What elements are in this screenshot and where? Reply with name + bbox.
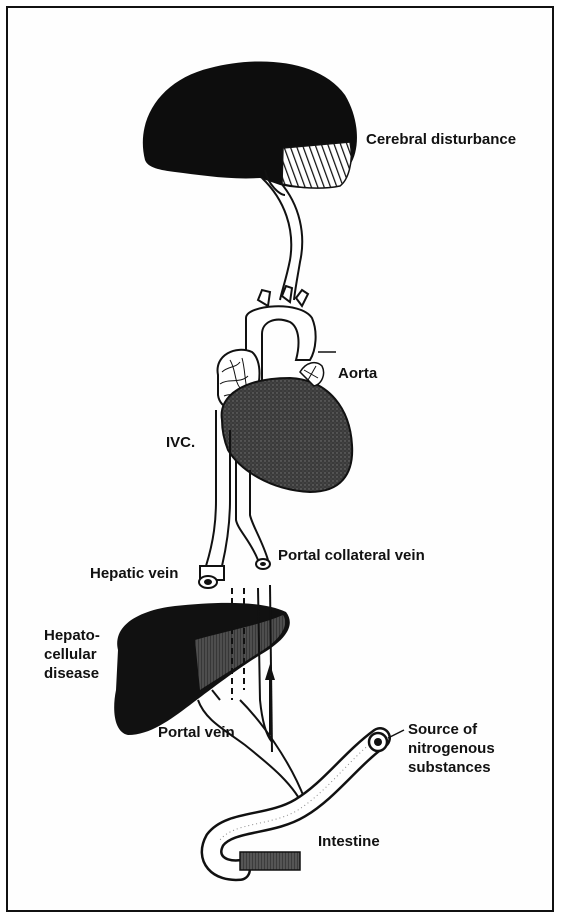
source-nitrogenous-label: Source of nitrogenous substances [408, 720, 495, 777]
carotid-vessel [262, 178, 302, 300]
aorta-label: Aorta [338, 364, 377, 383]
brain-icon [143, 61, 357, 195]
hepatic-vein-tube [199, 566, 224, 588]
heart-icon [218, 286, 353, 492]
portal-collateral-tube [256, 559, 270, 569]
hepatic-vein-label: Hepatic vein [90, 564, 178, 583]
portal-vein-label: Portal vein [158, 723, 235, 742]
portal-collateral-vein-label: Portal collateral vein [278, 546, 425, 565]
cerebral-disturbance-label: Cerebral disturbance [366, 130, 516, 149]
flow-arrow [265, 664, 275, 735]
intestine-label: Intestine [318, 832, 380, 851]
hepatocellular-disease-label: Hepato- cellular disease [44, 626, 100, 683]
ivc-label: IVC. [166, 433, 195, 452]
liver-icon [114, 603, 290, 735]
